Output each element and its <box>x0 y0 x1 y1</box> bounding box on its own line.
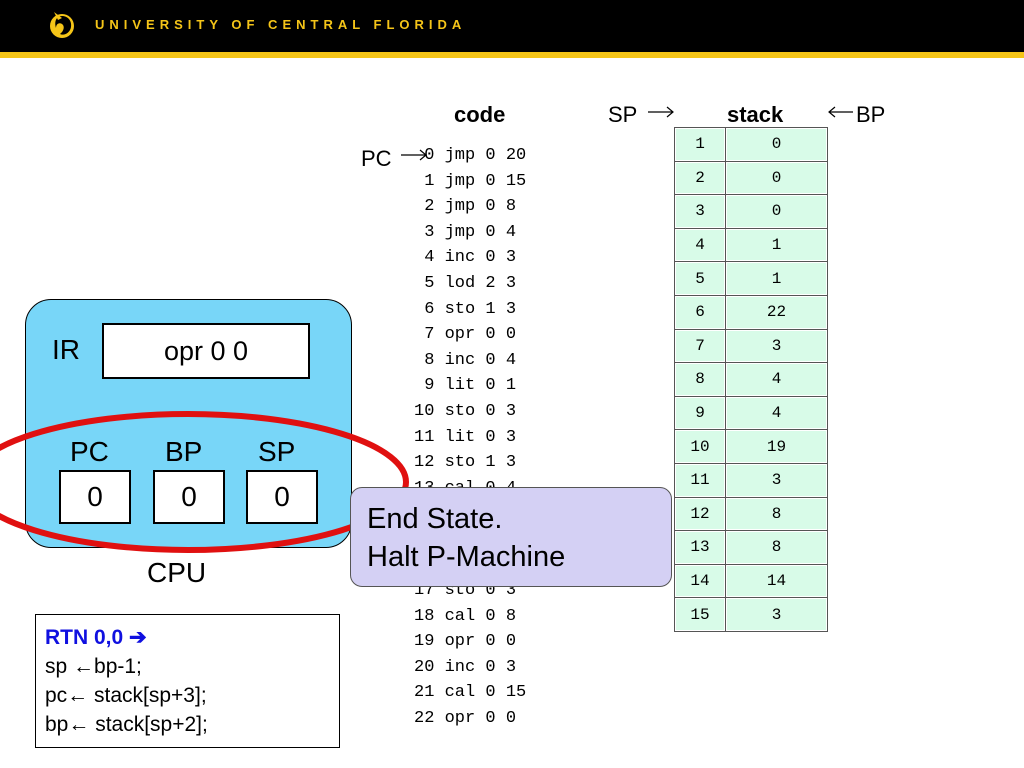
stack-value: 4 <box>725 362 828 397</box>
stack-index: 4 <box>674 227 726 263</box>
stack-value: 1 <box>725 227 828 263</box>
pc-pointer-label: PC <box>361 146 392 171</box>
code-line: 21 cal 0 15 <box>414 683 527 703</box>
stack-value: 19 <box>725 429 828 464</box>
sp-register-value: 0 <box>246 470 318 524</box>
stack-value: 1 <box>725 261 828 296</box>
end-state-line1: End State. <box>367 503 503 535</box>
stack-index: 12 <box>674 496 726 532</box>
code-line: 0 jmp 0 20 <box>414 146 527 165</box>
code-line: 22 opr 0 0 <box>414 709 517 729</box>
stack-value: 4 <box>725 395 828 431</box>
stack-value: 0 <box>725 194 828 229</box>
code-line: 12 sto 1 3 <box>414 453 517 473</box>
code-listing: 0 jmp 0 20 1 jmp 0 15 2 jmp 0 8 3 jmp 0 … <box>414 143 526 732</box>
rtn-line-sp: sp ←bp-1; <box>45 655 142 678</box>
code-line: 7 opr 0 0 <box>414 325 517 345</box>
rtn-line-bp: bp← stack[sp+2]; <box>45 713 208 736</box>
sp-arrow-icon <box>648 106 674 118</box>
end-state-line2: Halt P-Machine <box>367 541 566 573</box>
stack-value: 3 <box>725 462 828 498</box>
stack-value: 0 <box>725 160 828 196</box>
stack-index: 8 <box>674 362 726 397</box>
stack-index: 2 <box>674 160 726 196</box>
code-line: 5 lod 2 3 <box>414 273 517 293</box>
bp-pointer-label: BP <box>856 102 886 127</box>
pc-register-label: PC <box>70 436 109 467</box>
stack-index: 11 <box>674 462 726 498</box>
ir-value: opr 0 0 <box>102 323 310 379</box>
code-line: 8 inc 0 4 <box>414 350 517 370</box>
rtn-title: RTN 0,0 ➔ <box>45 626 147 649</box>
stack-value: 3 <box>725 597 828 632</box>
stack-value: 8 <box>725 496 828 532</box>
code-line: 10 sto 0 3 <box>414 401 517 421</box>
header-bar: UNIVERSITY OF CENTRAL FLORIDA <box>0 0 1024 52</box>
bp-register-label: BP <box>165 436 203 467</box>
university-name: UNIVERSITY OF CENTRAL FLORIDA <box>95 17 467 32</box>
stack-index: 15 <box>674 597 726 632</box>
bp-register-value: 0 <box>153 470 225 524</box>
stack-index: 7 <box>674 328 726 364</box>
rtn-line-pc: pc← stack[sp+3]; <box>45 684 207 707</box>
code-title: code <box>454 102 506 127</box>
header-rule <box>0 52 1024 58</box>
stack-title: stack <box>727 102 784 127</box>
stack-value: 0 <box>725 127 828 162</box>
stack-index: 9 <box>674 395 726 431</box>
code-line: 9 lit 0 1 <box>414 376 517 396</box>
stack-index: 5 <box>674 261 726 296</box>
rtn-explanation-box: RTN 0,0 ➔ sp ←bp-1; pc← stack[sp+3]; bp←… <box>35 614 340 748</box>
sp-register-label: SP <box>258 436 296 467</box>
code-line: 3 jmp 0 4 <box>414 222 517 242</box>
stack-index: 10 <box>674 429 726 464</box>
stack-value: 14 <box>725 563 828 599</box>
stack-value: 8 <box>725 530 828 565</box>
bp-arrow-icon <box>828 106 853 118</box>
ir-label: IR <box>52 334 80 365</box>
code-line: 1 jmp 0 15 <box>414 171 527 191</box>
pegasus-logo-icon <box>50 12 74 38</box>
code-line: 20 inc 0 3 <box>414 657 517 677</box>
code-line: 6 sto 1 3 <box>414 299 517 319</box>
sp-pointer-label: SP <box>608 102 638 127</box>
code-line: 2 jmp 0 8 <box>414 197 517 217</box>
cpu-label: CPU <box>147 557 207 588</box>
stack-index: 1 <box>674 127 726 162</box>
stack-value: 3 <box>725 328 828 364</box>
end-state-note: End State. Halt P-Machine <box>350 487 672 587</box>
stack-index: 6 <box>674 294 726 330</box>
stack-index: 13 <box>674 530 726 565</box>
stack-index: 3 <box>674 194 726 229</box>
code-line: 11 lit 0 3 <box>414 427 517 447</box>
stack-index: 14 <box>674 563 726 599</box>
code-line: 19 opr 0 0 <box>414 632 517 652</box>
code-line: 4 inc 0 3 <box>414 248 517 268</box>
code-line: 18 cal 0 8 <box>414 606 517 626</box>
stack-value: 22 <box>725 294 828 330</box>
pc-register-value: 0 <box>59 470 131 524</box>
